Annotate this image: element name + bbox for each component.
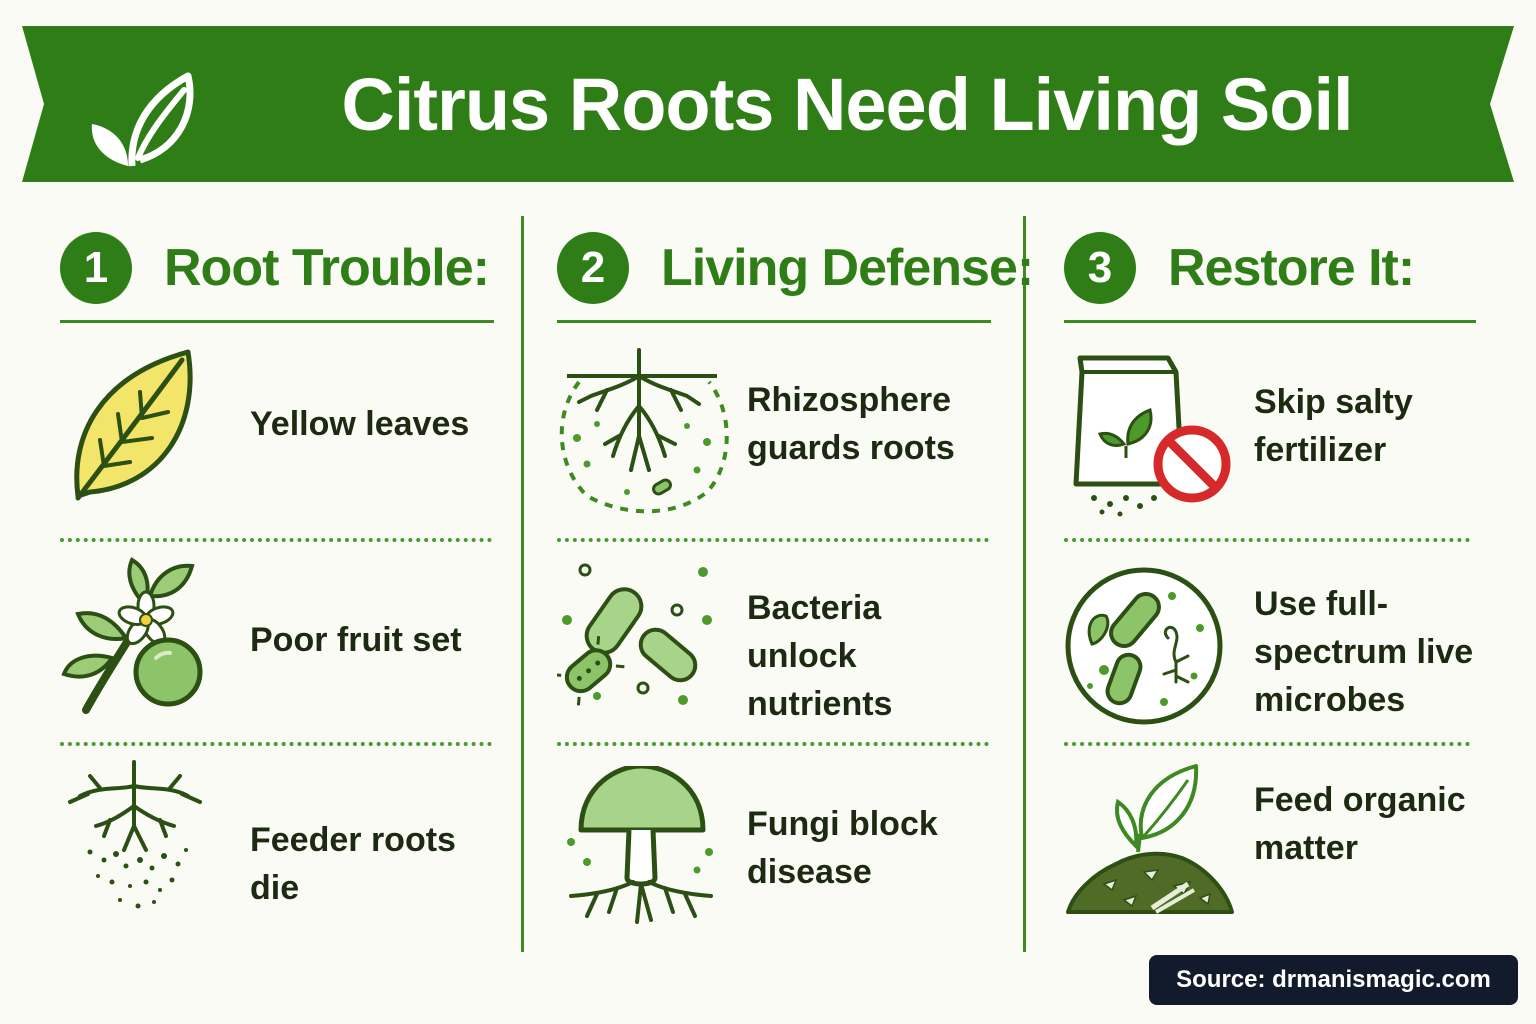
fruit-blossom-icon xyxy=(61,557,203,714)
item-label: Feeder roots die xyxy=(250,821,456,907)
no-fertilizer-icon xyxy=(1073,355,1231,517)
column-header: 3 Restore It: xyxy=(1064,230,1504,304)
column-title: Root Trouble: xyxy=(164,239,490,297)
step-number-badge: 1 xyxy=(60,232,132,304)
item-label: Use full-spectrum live microbes xyxy=(1254,585,1474,719)
list-item: Yellow leaves xyxy=(60,346,500,536)
banner-ribbon xyxy=(22,26,1514,182)
leaf-sprout-icon xyxy=(91,72,194,167)
dotted-separator xyxy=(557,742,989,746)
list-item: Poor fruit set xyxy=(60,554,500,744)
item-label: Rhizosphere guards roots xyxy=(747,381,955,467)
step-number-badge: 3 xyxy=(1064,232,1136,304)
column-divider xyxy=(521,216,524,952)
column-title: Living Defense: xyxy=(661,239,1034,297)
page-title: Citrus Roots Need Living Soil xyxy=(341,62,1353,146)
column-root-trouble: 1 Root Trouble: Yellow leaves xyxy=(60,216,500,952)
header-rule xyxy=(60,320,494,323)
rhizosphere-icon xyxy=(559,348,729,514)
list-item: Fungi block disease xyxy=(557,766,997,956)
list-item: Feeder roots die xyxy=(60,756,500,946)
source-badge: Source: drmanismagic.com xyxy=(1149,955,1518,1005)
item-label: Bacteria unlock nutrients xyxy=(747,589,893,723)
item-label: Poor fruit set xyxy=(250,621,462,659)
column-living-defense: 2 Living Defense: Rhizosphere guards roo… xyxy=(557,216,1034,952)
column-header: 2 Living Defense: xyxy=(557,230,1034,304)
item-label: Yellow leaves xyxy=(250,405,470,443)
item-label: Feed organic matter xyxy=(1254,781,1466,867)
dotted-separator xyxy=(60,538,492,542)
item-label: Fungi block disease xyxy=(747,805,938,891)
dying-roots-icon xyxy=(68,760,202,909)
step-number-badge: 2 xyxy=(557,232,629,304)
column-header: 1 Root Trouble: xyxy=(60,230,500,304)
dotted-separator xyxy=(60,742,492,746)
title-banner: Citrus Roots Need Living Soil xyxy=(22,26,1514,182)
mushroom-icon xyxy=(567,766,713,924)
dotted-separator xyxy=(1064,742,1470,746)
list-item: Feed organic matter xyxy=(1064,762,1504,952)
column-restore-it: 3 Restore It: Skip salty fertilizer xyxy=(1064,216,1504,952)
list-item: Rhizosphere guards roots xyxy=(557,346,997,536)
item-label: Skip salty fertilizer xyxy=(1254,383,1413,469)
bacteria-icon xyxy=(557,563,712,706)
list-item: Skip salty fertilizer xyxy=(1064,348,1504,538)
list-item: Bacteria unlock nutrients xyxy=(557,562,997,752)
dotted-separator xyxy=(1064,538,1470,542)
compost-sprout-icon xyxy=(1066,764,1234,914)
list-item: Use full-spectrum live microbes xyxy=(1064,566,1504,756)
column-title: Restore It: xyxy=(1168,239,1415,297)
column-divider xyxy=(1023,216,1026,952)
header-rule xyxy=(1064,320,1476,323)
microbes-circle-icon xyxy=(1065,567,1223,725)
header-rule xyxy=(557,320,991,323)
yellow-leaf-icon xyxy=(74,349,193,501)
dotted-separator xyxy=(557,538,989,542)
